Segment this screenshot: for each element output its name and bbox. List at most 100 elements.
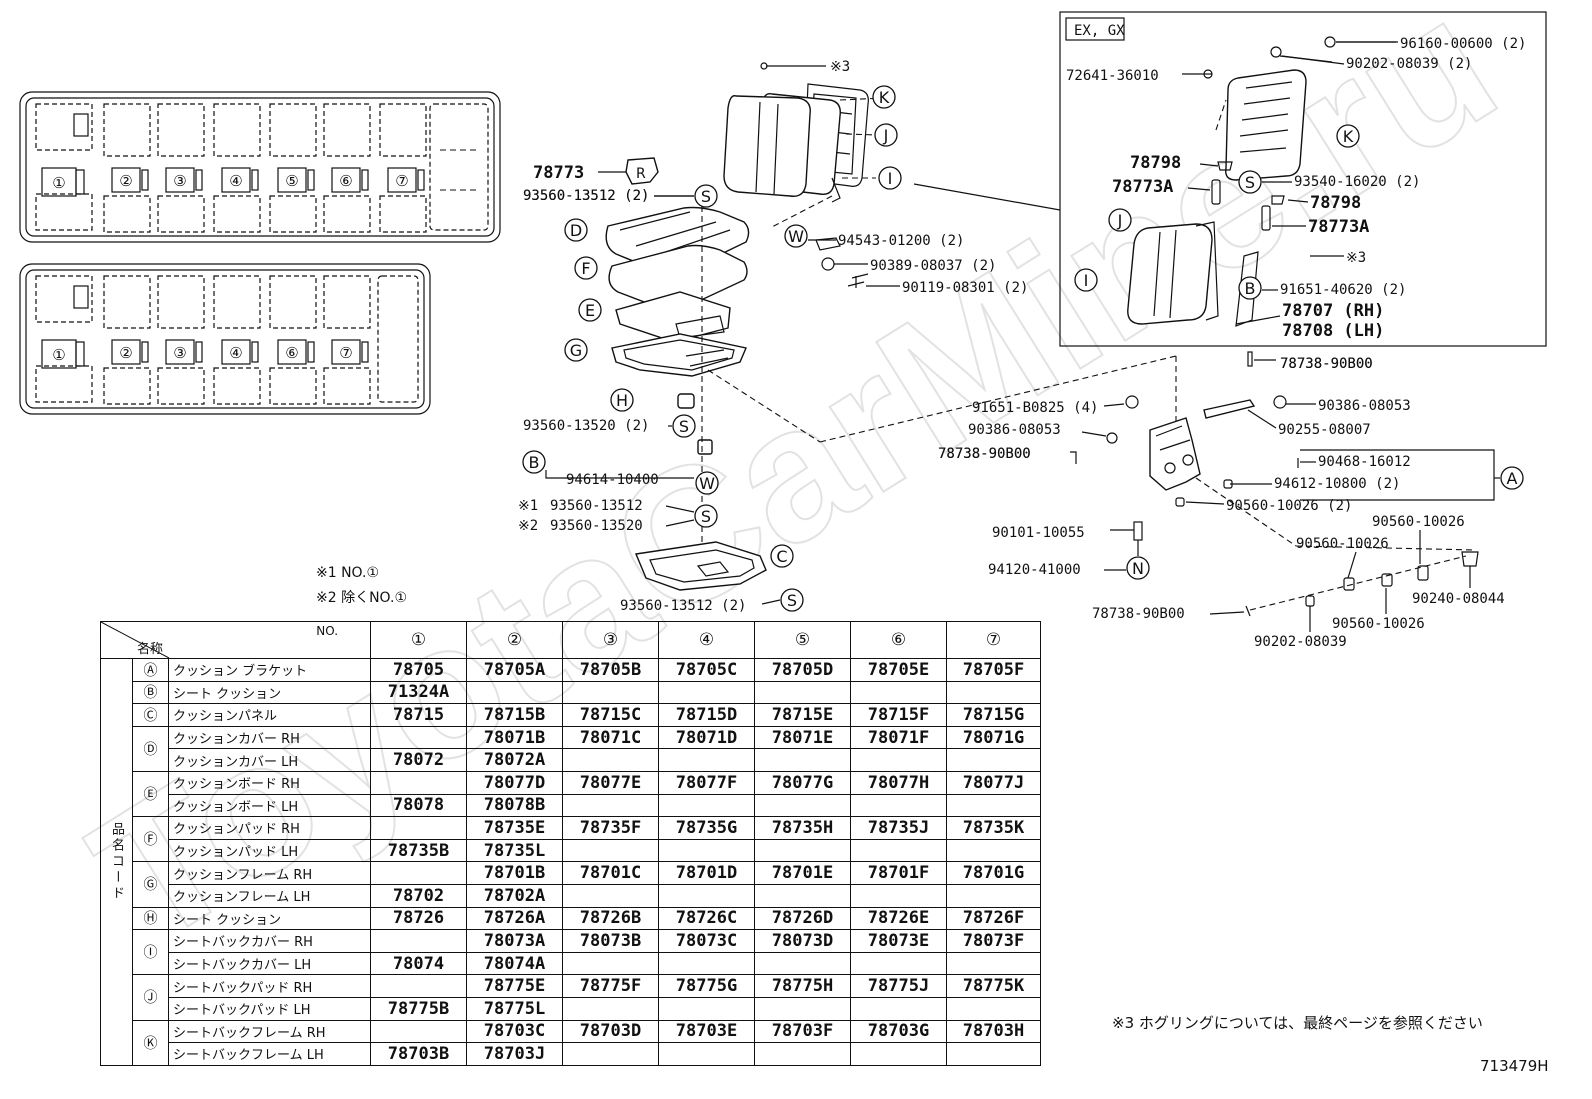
part-number-cell: 78701B <box>466 861 564 885</box>
part-label: 90560-10026 (2) <box>1226 498 1352 514</box>
part-number-cell: 78071D <box>658 725 756 750</box>
part-label: 90101-10055 <box>992 525 1085 541</box>
part-code: Ⓗ <box>132 906 169 931</box>
part-code: Ⓚ <box>132 1019 169 1066</box>
seat-box <box>165 339 195 365</box>
svg-text:93560-13512 (2): 93560-13512 (2) <box>523 188 649 204</box>
part-number-cell <box>562 883 660 908</box>
part-name: シートバックフレーム LH <box>167 1042 372 1066</box>
part-number-cell <box>754 793 852 818</box>
part-number-cell: 78701G <box>946 861 1042 885</box>
part-number-cell <box>754 838 852 863</box>
svg-text:C: C <box>776 547 787 566</box>
part-number-cell: 78701C <box>562 861 660 885</box>
part-label: ※1 <box>518 498 538 514</box>
part-number-cell <box>370 770 468 795</box>
part-label: 94120-41000 <box>988 562 1081 578</box>
part-number-cell: 78702 <box>370 883 468 908</box>
part-number-cell: 78705B <box>562 658 660 682</box>
part-number-cell: 78726F <box>946 906 1042 931</box>
seat-number: ⑤ <box>285 172 298 190</box>
part-label: 90386-08053 <box>968 422 1061 438</box>
inset-title: EX, GX <box>1074 23 1125 39</box>
part-number-cell <box>754 951 852 976</box>
part-label: 90560-10026 <box>1332 616 1425 632</box>
part-number-cell: 78078B <box>466 793 564 818</box>
part-name: クッションフレーム LH <box>167 883 372 908</box>
inset-part-label: 78798 <box>1130 153 1181 173</box>
part-label: 90389-08037 (2) <box>870 258 996 274</box>
svg-text:K: K <box>879 88 890 107</box>
svg-text:I: I <box>888 169 893 188</box>
part-code: Ⓑ <box>132 680 169 705</box>
part-number-cell: 78073F <box>946 929 1042 953</box>
seat-number: ⑥ <box>285 344 298 362</box>
part-number-cell: 78735F <box>562 816 660 840</box>
svg-text:78773: 78773 <box>533 163 584 183</box>
part-number-cell: 78073A <box>466 929 564 953</box>
note-3: ※3 ホグリングについては、最終ページを参照ください <box>1112 1014 1483 1032</box>
inset-part-label: 78707 (RH) <box>1282 301 1384 321</box>
part-label: 93560-13512 (2) <box>523 188 649 204</box>
part-number-cell: 78775K <box>946 974 1042 998</box>
seat-box <box>165 167 195 193</box>
bracket-assembly <box>1070 351 1479 617</box>
callout-a: A <box>1500 466 1524 490</box>
part-number-cell <box>466 680 564 705</box>
part-code: Ⓓ <box>132 725 169 772</box>
part-label: 90240-08044 <box>1412 591 1505 607</box>
part-number-cell: 78715D <box>658 703 756 727</box>
part-number-cell <box>946 680 1042 705</box>
part-code: Ⓖ <box>132 861 169 908</box>
table-corner-header: NO.名称 <box>99 621 372 659</box>
part-number-cell: 78735G <box>658 816 756 840</box>
part-code: Ⓙ <box>132 974 169 1021</box>
part-number-cell: 78715G <box>946 703 1042 727</box>
part-number-cell: 78074 <box>370 951 468 976</box>
part-number-cell: 78073D <box>754 929 852 953</box>
callout-j: J <box>874 123 898 147</box>
svg-text:S: S <box>679 417 689 436</box>
callout-c: C <box>770 544 794 568</box>
seatback-assembly: ※3 <box>723 59 885 229</box>
part-number-cell: 78701E <box>754 861 852 885</box>
callout-h: H <box>610 388 634 412</box>
part-number-cell: 78726 <box>370 906 468 931</box>
part-name: シートバックカバー RH <box>167 929 372 953</box>
part-number-cell: 78702A <box>466 883 564 908</box>
part-number-cell: 78072 <box>370 748 468 772</box>
part-number-cell: 78726C <box>658 906 756 931</box>
part-number-cell <box>562 793 660 818</box>
svg-text:A: A <box>1507 469 1518 488</box>
svg-text:①: ① <box>52 174 65 192</box>
part-name: クッション ブラケット <box>167 658 372 682</box>
inset-part-label: 93540-16020 (2) <box>1294 174 1420 190</box>
part-number-cell: 78703D <box>562 1019 660 1044</box>
part-number-cell: 78701F <box>850 861 948 885</box>
part-number-cell: 78775H <box>754 974 852 998</box>
part-number-cell: 78735K <box>946 816 1042 840</box>
inset-part-label: 78708 (LH) <box>1282 321 1384 341</box>
part-number-cell: 78705F <box>946 658 1042 682</box>
svg-text:S: S <box>701 187 711 206</box>
part-number-cell <box>754 996 852 1021</box>
callout-b: B <box>1238 276 1262 300</box>
callout-k: K <box>872 85 896 109</box>
seat-number: ⑦ <box>395 172 408 190</box>
seat-box <box>111 339 141 365</box>
inset-part-label: 78798 <box>1310 193 1361 213</box>
part-number-cell <box>370 1019 468 1044</box>
callout-w: W <box>695 471 719 495</box>
svg-text:G: G <box>570 341 582 360</box>
part-number-cell <box>658 748 756 772</box>
part-code: Ⓔ <box>132 770 169 818</box>
part-number-cell <box>658 680 756 705</box>
part-number-cell: 78701D <box>658 861 756 885</box>
seat-number: ④ <box>229 344 242 362</box>
part-code: Ⓒ <box>132 703 169 727</box>
part-label: 94612-10800 (2) <box>1274 476 1400 492</box>
callout-d: D <box>564 218 588 242</box>
